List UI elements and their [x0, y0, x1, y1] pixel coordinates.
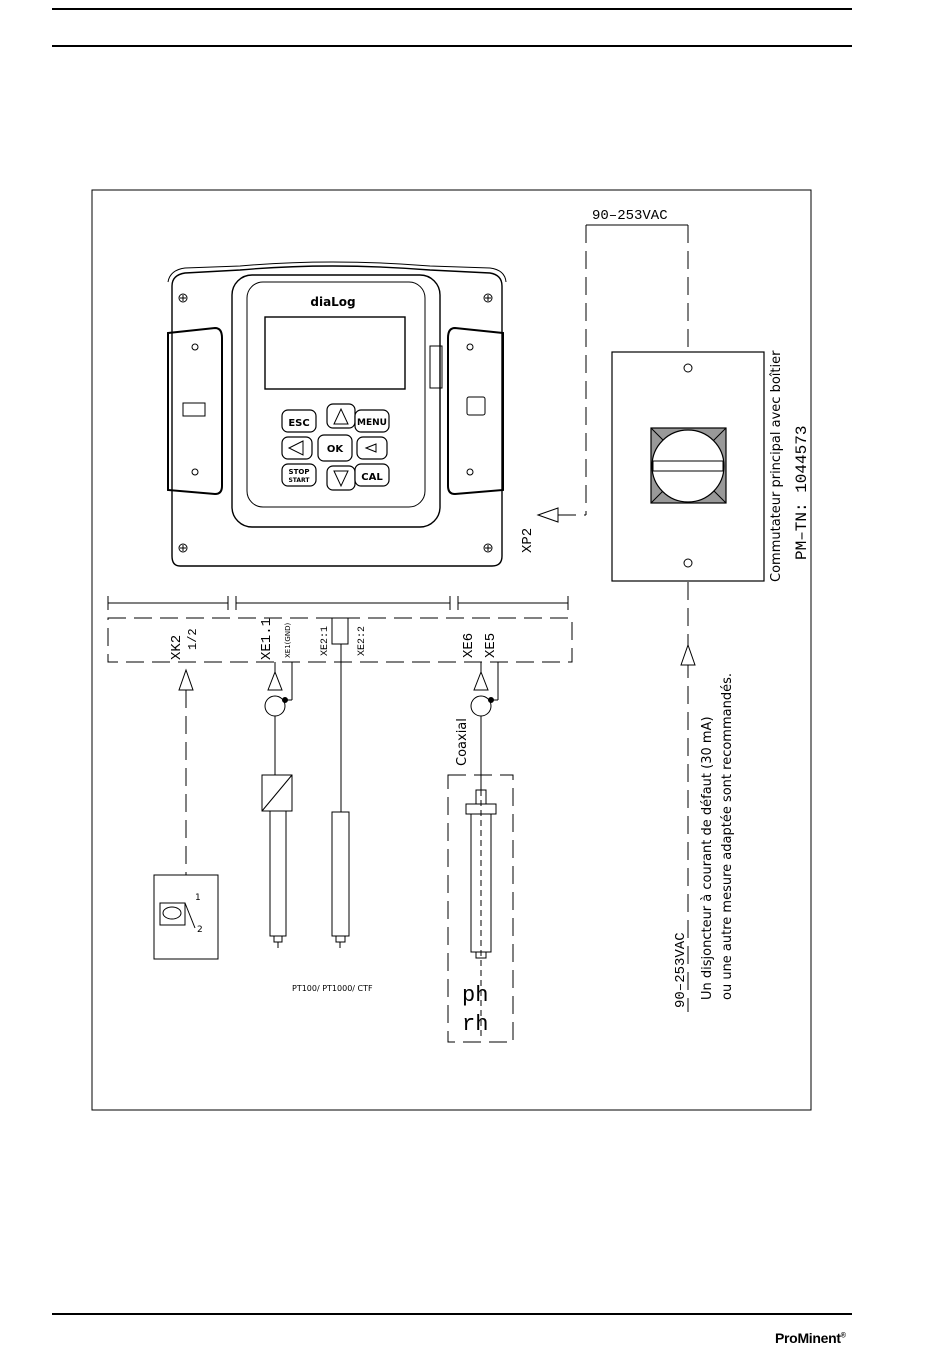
contact-pin-1: 1 — [195, 893, 201, 903]
xk2-pins: 1/2 — [186, 628, 200, 650]
breaker-note-2: ou une autre mesure adaptée sont recomma… — [720, 673, 735, 1000]
ph-label: ph — [462, 983, 488, 1008]
main-switch — [612, 352, 764, 581]
right-key[interactable] — [357, 437, 387, 459]
logo-mark: ® — [841, 1332, 846, 1339]
xe21-terminal-block — [332, 618, 348, 644]
cal-label: CAL — [361, 472, 383, 483]
left-key[interactable] — [282, 437, 312, 459]
device-name: diaLog — [310, 295, 355, 309]
supply-arrow-icon — [681, 645, 695, 665]
xk2-contact — [154, 670, 218, 959]
supply-top-label: 90–253VAC — [592, 208, 668, 224]
main-switch-label: Commutateur principal avec boîtier — [769, 350, 784, 582]
device-display — [265, 317, 405, 389]
xe6-label: XE6 — [461, 633, 477, 658]
xp2-arrow-icon — [538, 508, 558, 522]
xe5-label: XE5 — [483, 633, 499, 658]
xe21-label: XE2:1 — [320, 626, 331, 656]
xk2-label: XK2 — [169, 635, 185, 660]
rh-label: rh — [462, 1012, 488, 1037]
xp2-label: XP2 — [520, 528, 536, 553]
logo-text: ProMinent — [775, 1330, 841, 1346]
start-label: START — [288, 477, 310, 484]
esc-label: ESC — [288, 418, 309, 429]
breaker-note-1: Un disjoncteur à courant de défaut (30 m… — [700, 716, 715, 1000]
xe1-sub-label: XE1(GND) — [284, 623, 292, 658]
xe22-label: XE2:2 — [357, 626, 368, 656]
coaxial-label: Coaxial — [455, 718, 470, 766]
ok-label: OK — [327, 444, 345, 455]
supply-bottom-label: 90–253VAC — [673, 932, 689, 1008]
stop-label: STOP — [289, 468, 310, 476]
xe1-label: XE1.1 — [259, 618, 275, 660]
dialog-controller: diaLog ESC MENU OK CAL STOP START — [168, 262, 506, 566]
pt-label: PT100/ PT1000/ CTF — [292, 984, 373, 993]
contact-pin-2: 2 — [197, 925, 203, 935]
menu-label: MENU — [357, 418, 387, 428]
prominent-logo: ProMinent® — [775, 1330, 846, 1346]
xe1-sensor — [262, 662, 292, 948]
pm-tn-label: PM–TN: 1044573 — [793, 426, 811, 560]
xe2-sensor — [332, 644, 349, 948]
